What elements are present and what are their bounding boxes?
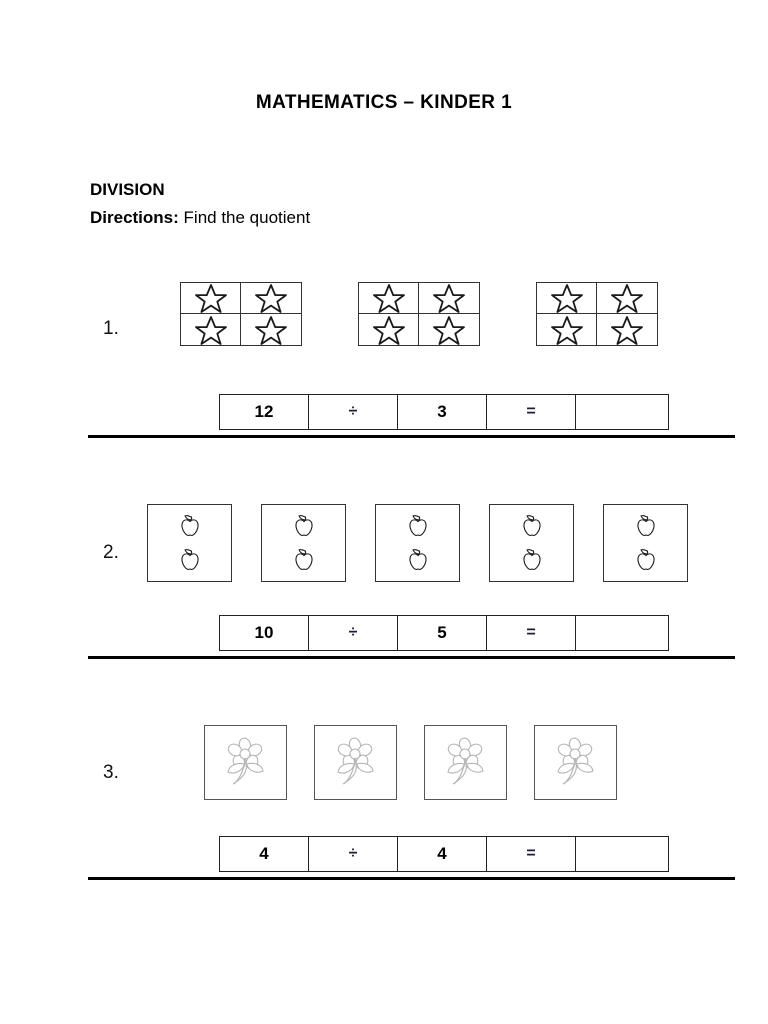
directions: Directions: Find the quotient — [90, 208, 310, 228]
equals-operator-cell: = — [487, 837, 576, 871]
directions-label: Directions: — [90, 208, 179, 227]
star-cell — [597, 314, 657, 345]
problem-2-groups — [147, 504, 688, 582]
star-cell — [241, 283, 301, 314]
star-icon — [372, 282, 406, 314]
flower-icon — [330, 734, 382, 792]
star-cell — [537, 283, 597, 314]
star-icon — [372, 314, 406, 346]
flower-group — [424, 725, 507, 800]
directions-text: Find the quotient — [183, 208, 311, 227]
dividend-cell: 10 — [220, 616, 309, 650]
answer-blank-cell[interactable] — [576, 837, 668, 871]
flower-group — [204, 725, 287, 800]
star-icon — [194, 282, 228, 314]
equation-row-1: 12 ÷ 3 = — [219, 394, 669, 430]
problem-number-3: 3. — [103, 762, 119, 783]
star-cell — [419, 314, 479, 345]
problem-3-groups — [204, 725, 617, 800]
apple-group — [603, 504, 688, 582]
problem-number-1: 1. — [103, 318, 119, 339]
divisor-cell: 5 — [398, 616, 487, 650]
divide-operator-cell: ÷ — [309, 395, 398, 429]
problem-separator — [88, 435, 735, 438]
star-cell — [537, 314, 597, 345]
star-icon — [254, 282, 288, 314]
problem-1-groups — [180, 282, 658, 346]
flower-icon — [440, 734, 492, 792]
star-cell — [597, 283, 657, 314]
apple-group — [147, 504, 232, 582]
apple-icon — [631, 545, 661, 575]
flower-group — [314, 725, 397, 800]
dividend-cell: 12 — [220, 395, 309, 429]
star-cell — [181, 314, 241, 345]
apple-icon — [175, 545, 205, 575]
star-icon — [550, 314, 584, 346]
apple-icon — [289, 545, 319, 575]
subject-heading: DIVISION — [90, 180, 165, 199]
apple-icon — [517, 545, 547, 575]
equals-operator-cell: = — [487, 616, 576, 650]
apple-icon — [403, 511, 433, 541]
star-icon — [610, 282, 644, 314]
star-group — [536, 282, 658, 346]
divisor-cell: 3 — [398, 395, 487, 429]
apple-icon — [175, 511, 205, 541]
equation-row-2: 10 ÷ 5 = — [219, 615, 669, 651]
star-cell — [181, 283, 241, 314]
apple-group — [489, 504, 574, 582]
star-cell — [359, 283, 419, 314]
divisor-cell: 4 — [398, 837, 487, 871]
flower-group — [534, 725, 617, 800]
apple-group — [375, 504, 460, 582]
star-icon — [550, 282, 584, 314]
dividend-cell: 4 — [220, 837, 309, 871]
star-icon — [610, 314, 644, 346]
flower-icon — [220, 734, 272, 792]
equation-row-3: 4 ÷ 4 = — [219, 836, 669, 872]
star-icon — [432, 314, 466, 346]
star-cell — [419, 283, 479, 314]
star-cell — [241, 314, 301, 345]
equals-operator-cell: = — [487, 395, 576, 429]
divide-operator-cell: ÷ — [309, 837, 398, 871]
problem-separator — [88, 877, 735, 880]
star-cell — [359, 314, 419, 345]
problem-separator — [88, 656, 735, 659]
star-group — [180, 282, 302, 346]
answer-blank-cell[interactable] — [576, 395, 668, 429]
apple-icon — [403, 545, 433, 575]
apple-icon — [631, 511, 661, 541]
star-icon — [254, 314, 288, 346]
star-icon — [432, 282, 466, 314]
divide-operator-cell: ÷ — [309, 616, 398, 650]
apple-icon — [517, 511, 547, 541]
flower-icon — [550, 734, 602, 792]
star-group — [358, 282, 480, 346]
answer-blank-cell[interactable] — [576, 616, 668, 650]
apple-group — [261, 504, 346, 582]
problem-number-2: 2. — [103, 542, 119, 563]
apple-icon — [289, 511, 319, 541]
page-title: MATHEMATICS – KINDER 1 — [255, 92, 513, 113]
star-icon — [194, 314, 228, 346]
